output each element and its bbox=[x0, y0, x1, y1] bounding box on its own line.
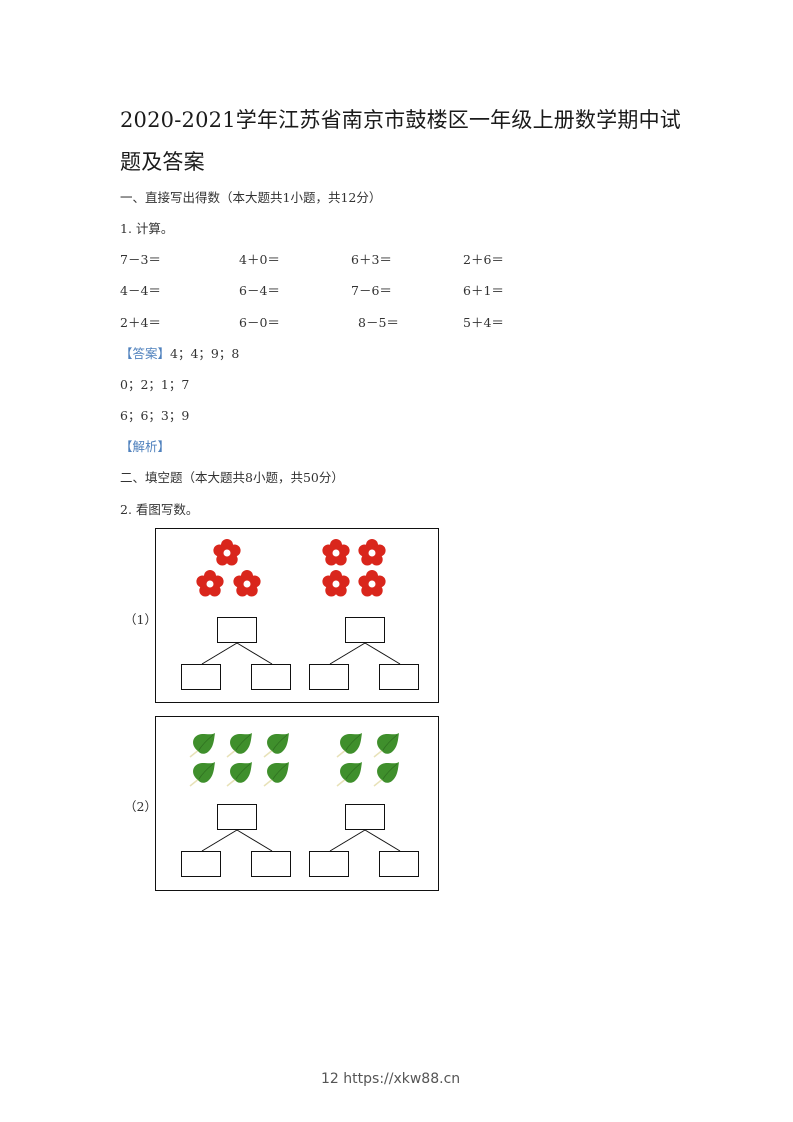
answer-tag: 【答案】 bbox=[120, 346, 171, 361]
calc-item: 6＋1＝ bbox=[463, 283, 504, 298]
flower-icon bbox=[196, 539, 401, 665]
calc-item: 4－4＝ bbox=[120, 283, 161, 298]
section1-heading: 一、直接写出得数（本大题共1小题，共12分） bbox=[120, 190, 382, 205]
document-title-line1: 2020-2021学年江苏省南京市鼓楼区一年级上册数学期中试 bbox=[120, 108, 681, 132]
total-box-right[interactable] bbox=[345, 617, 385, 643]
figure2-label: （2） bbox=[124, 799, 157, 814]
figure2-box bbox=[155, 716, 439, 891]
part-box-left-b[interactable] bbox=[251, 851, 291, 877]
part-box-right-b[interactable] bbox=[379, 851, 419, 877]
calc-item: 7－3＝ bbox=[120, 252, 161, 267]
answer-line: 0；2；1；7 bbox=[120, 377, 190, 392]
total-box-right[interactable] bbox=[345, 804, 385, 830]
calc-item: 2＋4＝ bbox=[120, 315, 161, 330]
calc-item: 6＋3＝ bbox=[351, 252, 392, 267]
total-box-left[interactable] bbox=[217, 617, 257, 643]
answer-line: 6；6；3；9 bbox=[120, 408, 190, 423]
page-footer: 12 https://xkw88.cn bbox=[321, 1071, 460, 1087]
figure1-box bbox=[155, 528, 439, 703]
question2-label: 2. 看图写数。 bbox=[120, 502, 199, 517]
section2-heading: 二、填空题（本大题共8小题，共50分） bbox=[120, 470, 344, 485]
part-box-right-a[interactable] bbox=[309, 664, 349, 690]
calc-item: 7－6＝ bbox=[351, 283, 392, 298]
answer-line: 【答案】4；4；9；8 bbox=[120, 343, 239, 362]
calc-item: 8－5＝ bbox=[358, 315, 399, 330]
page-number: 12 bbox=[321, 1071, 339, 1087]
answer-values: 4；4；9；8 bbox=[170, 346, 240, 361]
part-box-left-a[interactable] bbox=[181, 664, 221, 690]
calc-item: 2＋6＝ bbox=[463, 252, 504, 267]
question1-label: 1. 计算。 bbox=[120, 221, 174, 236]
part-box-right-b[interactable] bbox=[379, 664, 419, 690]
total-box-left[interactable] bbox=[217, 804, 257, 830]
calc-item: 6－0＝ bbox=[239, 315, 280, 330]
part-box-right-a[interactable] bbox=[309, 851, 349, 877]
analysis-tag: 【解析】 bbox=[120, 439, 171, 454]
part-box-left-a[interactable] bbox=[181, 851, 221, 877]
footer-site-link[interactable]: https://xkw88.cn bbox=[343, 1071, 461, 1087]
calc-item: 6－4＝ bbox=[239, 283, 280, 298]
document-title-line2: 题及答案 bbox=[120, 150, 205, 174]
leaf-icon bbox=[189, 732, 401, 852]
part-box-left-b[interactable] bbox=[251, 664, 291, 690]
figure1-label: （1） bbox=[124, 612, 157, 627]
calc-item: 5＋4＝ bbox=[463, 315, 504, 330]
calc-item: 4＋0＝ bbox=[239, 252, 280, 267]
